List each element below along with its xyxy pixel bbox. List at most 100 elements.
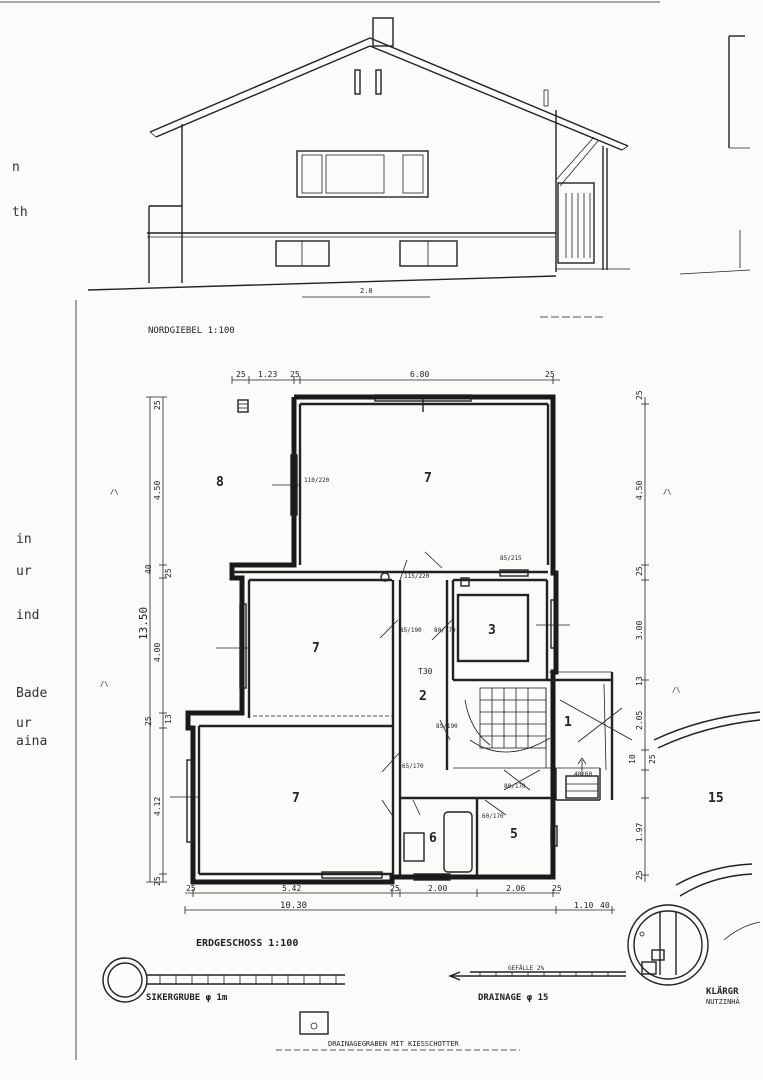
gefaelle-label: GEFÄLLE 2% (508, 965, 545, 972)
door-label-t30: T30 (418, 667, 433, 676)
side-fragment-7: ur (16, 716, 32, 731)
dim-bottom-b-3: 40 (600, 901, 610, 910)
dim-left-8: 4.12 (153, 797, 162, 816)
dim-top-3: 25 (290, 370, 300, 379)
room-7-bottom: 7 (292, 791, 300, 806)
side-fragment-8: aina (16, 734, 48, 749)
opening-label-10: 40/60 (574, 771, 592, 778)
dim-left-2: 4.50 (153, 481, 162, 500)
room-1: 1 (564, 715, 572, 730)
room-8: 8 (216, 475, 224, 490)
room-5: 5 (510, 827, 518, 842)
upper-window (296, 150, 429, 198)
room-7-top: 7 (424, 471, 432, 486)
room-7-middle: 7 (312, 641, 320, 656)
side-fragment-5: ind (16, 608, 40, 623)
dim-left-5: 4.00 (153, 643, 162, 662)
north-gable-elevation: 2.0 (87, 17, 751, 318)
seepage-pit (102, 957, 148, 1003)
windows (186, 394, 558, 881)
dim-right-1: 25 (635, 390, 644, 400)
dim-right-10: 25 (635, 870, 644, 880)
chimney (372, 17, 394, 47)
dim-bottom-a-2: 5.42 (282, 884, 301, 893)
room-3: 3 (488, 623, 496, 638)
dim-left-9: 25 (153, 876, 162, 886)
opening-label-8: 60/170 (482, 813, 504, 820)
ground-floor-plan (170, 394, 633, 885)
bathtub (443, 811, 473, 873)
dim-bottom-b-2: 1.10 (574, 901, 593, 910)
dim-top-5: 25 (545, 370, 555, 379)
side-fragment-2: th (12, 205, 28, 220)
opening-label-6: 85/215 (500, 555, 522, 562)
dim-bottom-a-4: 2.00 (428, 884, 447, 893)
dimension-lines (146, 376, 649, 914)
room-2: 2 (419, 689, 427, 704)
opening-label-7: 80/170 (504, 783, 526, 790)
floorplan-title: ERDGESCHOSS 1:100 (196, 938, 298, 949)
dim-left-1: 25 (153, 400, 162, 410)
lower-window-left (275, 240, 330, 267)
dim-bottom-b-1: 10.30 (280, 901, 307, 911)
room-6: 6 (429, 831, 437, 846)
staircase (453, 687, 600, 769)
dim-top-2: 1.23 (258, 370, 277, 379)
opening-label-9: 110/220 (304, 477, 330, 484)
svg-text:/\: /\ (100, 680, 108, 688)
dim-top-4: 6.80 (410, 370, 429, 379)
dim-bottom-a-6: 25 (552, 884, 562, 893)
dim-right-9: 1.97 (635, 823, 644, 842)
opening-label-3: 80/170 (434, 627, 456, 634)
svg-text:/\: /\ (663, 488, 671, 496)
dim-right-3: 25 (635, 566, 644, 576)
opening-label-4: 85/190 (436, 723, 458, 730)
dim-right-7: 10 (628, 754, 637, 764)
room-15: 15 (708, 791, 724, 806)
outer-wall (185, 394, 559, 885)
dim-left-7: 13 (164, 714, 173, 724)
dim-right-5: 13 (635, 676, 644, 686)
svg-text:/\: /\ (672, 686, 680, 694)
dim-left-6: 25 (144, 716, 153, 726)
nutzinhalt-label: NUTZINHÄ (706, 997, 741, 1006)
drainage-label: DRAINAGE φ 15 (478, 993, 548, 1003)
sikergrube-label: SIKERGRUBE φ 1m (146, 993, 228, 1003)
drainagegraben-label: DRAINAGEGRABEN MIT KIESSCHOTTER (328, 1040, 459, 1048)
dim-left-total: 13.50 (137, 607, 150, 640)
dim-left-4: 25 (164, 568, 173, 578)
septic-tank (627, 904, 709, 986)
vent-slit-right (375, 69, 382, 95)
washbasin (403, 832, 425, 862)
side-fragment-6: Bade (16, 686, 48, 701)
lower-window-right (399, 240, 458, 267)
drainage-details (75, 300, 761, 1060)
roof-inner (155, 45, 623, 151)
dim-left-3: 40 (144, 564, 153, 574)
elevation-title: NORDGIEBEL 1:100 (148, 326, 235, 336)
svg-text:2.0: 2.0 (360, 287, 373, 295)
side-fragment-3: in (16, 532, 32, 547)
opening-label-2: 85/190 (400, 627, 422, 634)
side-fragment-4: ur (16, 564, 32, 579)
door-swings (379, 551, 507, 816)
drainage-trench-symbol (299, 1011, 329, 1035)
dim-right-2: 4.50 (635, 481, 644, 500)
dim-right-6: 2.05 (635, 711, 644, 730)
ground-line (87, 275, 557, 291)
opening-label-1: 115/220 (404, 573, 430, 580)
dim-right-8: 25 (648, 754, 657, 764)
entrance-step (565, 775, 599, 799)
entrance-door (557, 182, 595, 264)
dim-right-4: 3.00 (635, 621, 644, 640)
opening-label-5: 65/170 (402, 763, 424, 770)
roof-outline (149, 37, 629, 147)
side-fragment-1: n (12, 160, 20, 175)
vent-slit-left (354, 69, 361, 95)
column (380, 572, 390, 582)
svg-text:/\: /\ (110, 488, 118, 496)
klaergrube-label: KLÄRGR (706, 986, 739, 997)
dim-bottom-a-3: 25 (390, 884, 400, 893)
dim-bottom-a-1: 25 (186, 884, 196, 893)
